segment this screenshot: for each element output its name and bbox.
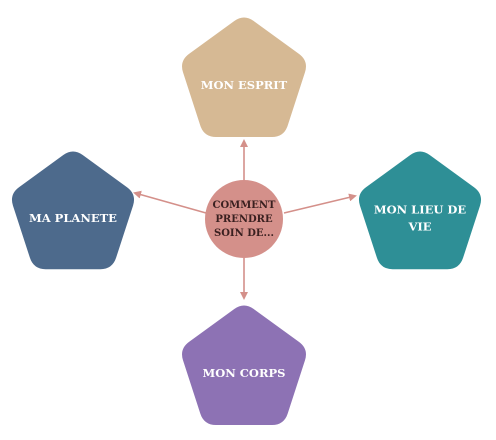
node-right-shape <box>358 151 482 270</box>
node-right-label-line: MON LIEU DE <box>374 203 466 217</box>
node-right-label-line: VIE <box>407 220 431 234</box>
center-hub-label: COMMENT PRENDRE SOIN DE... <box>212 200 276 239</box>
node-right-label: MON LIEU DE VIE <box>374 203 466 234</box>
center-hub-label-line: SOIN DE... <box>214 228 274 239</box>
center-hub-circle <box>205 180 283 258</box>
center-hub-label-line: COMMENT <box>212 200 276 211</box>
node-top: MON ESPRIT <box>182 17 306 138</box>
center-hub: COMMENT PRENDRE SOIN DE... <box>205 180 283 258</box>
node-top-shape <box>182 17 306 138</box>
node-bottom-shape <box>182 305 306 426</box>
node-right: MON LIEU DE VIE <box>358 151 482 270</box>
connector-left <box>133 190 207 214</box>
node-bottom-label: MON CORPS <box>203 366 286 380</box>
node-left: MA PLANETE <box>11 151 135 270</box>
node-left-label-line: MA PLANETE <box>29 211 117 225</box>
center-hub-label-line: PRENDRE <box>215 214 273 225</box>
node-left-shape <box>11 151 135 270</box>
node-bottom: MON CORPS <box>182 305 306 426</box>
node-top-label: MON ESPRIT <box>201 78 288 92</box>
node-bottom-label-line: MON CORPS <box>203 366 286 380</box>
node-left-label: MA PLANETE <box>29 211 117 225</box>
node-top-label-line: MON ESPRIT <box>201 78 288 92</box>
connector-right <box>283 193 357 214</box>
connectors <box>133 139 357 300</box>
